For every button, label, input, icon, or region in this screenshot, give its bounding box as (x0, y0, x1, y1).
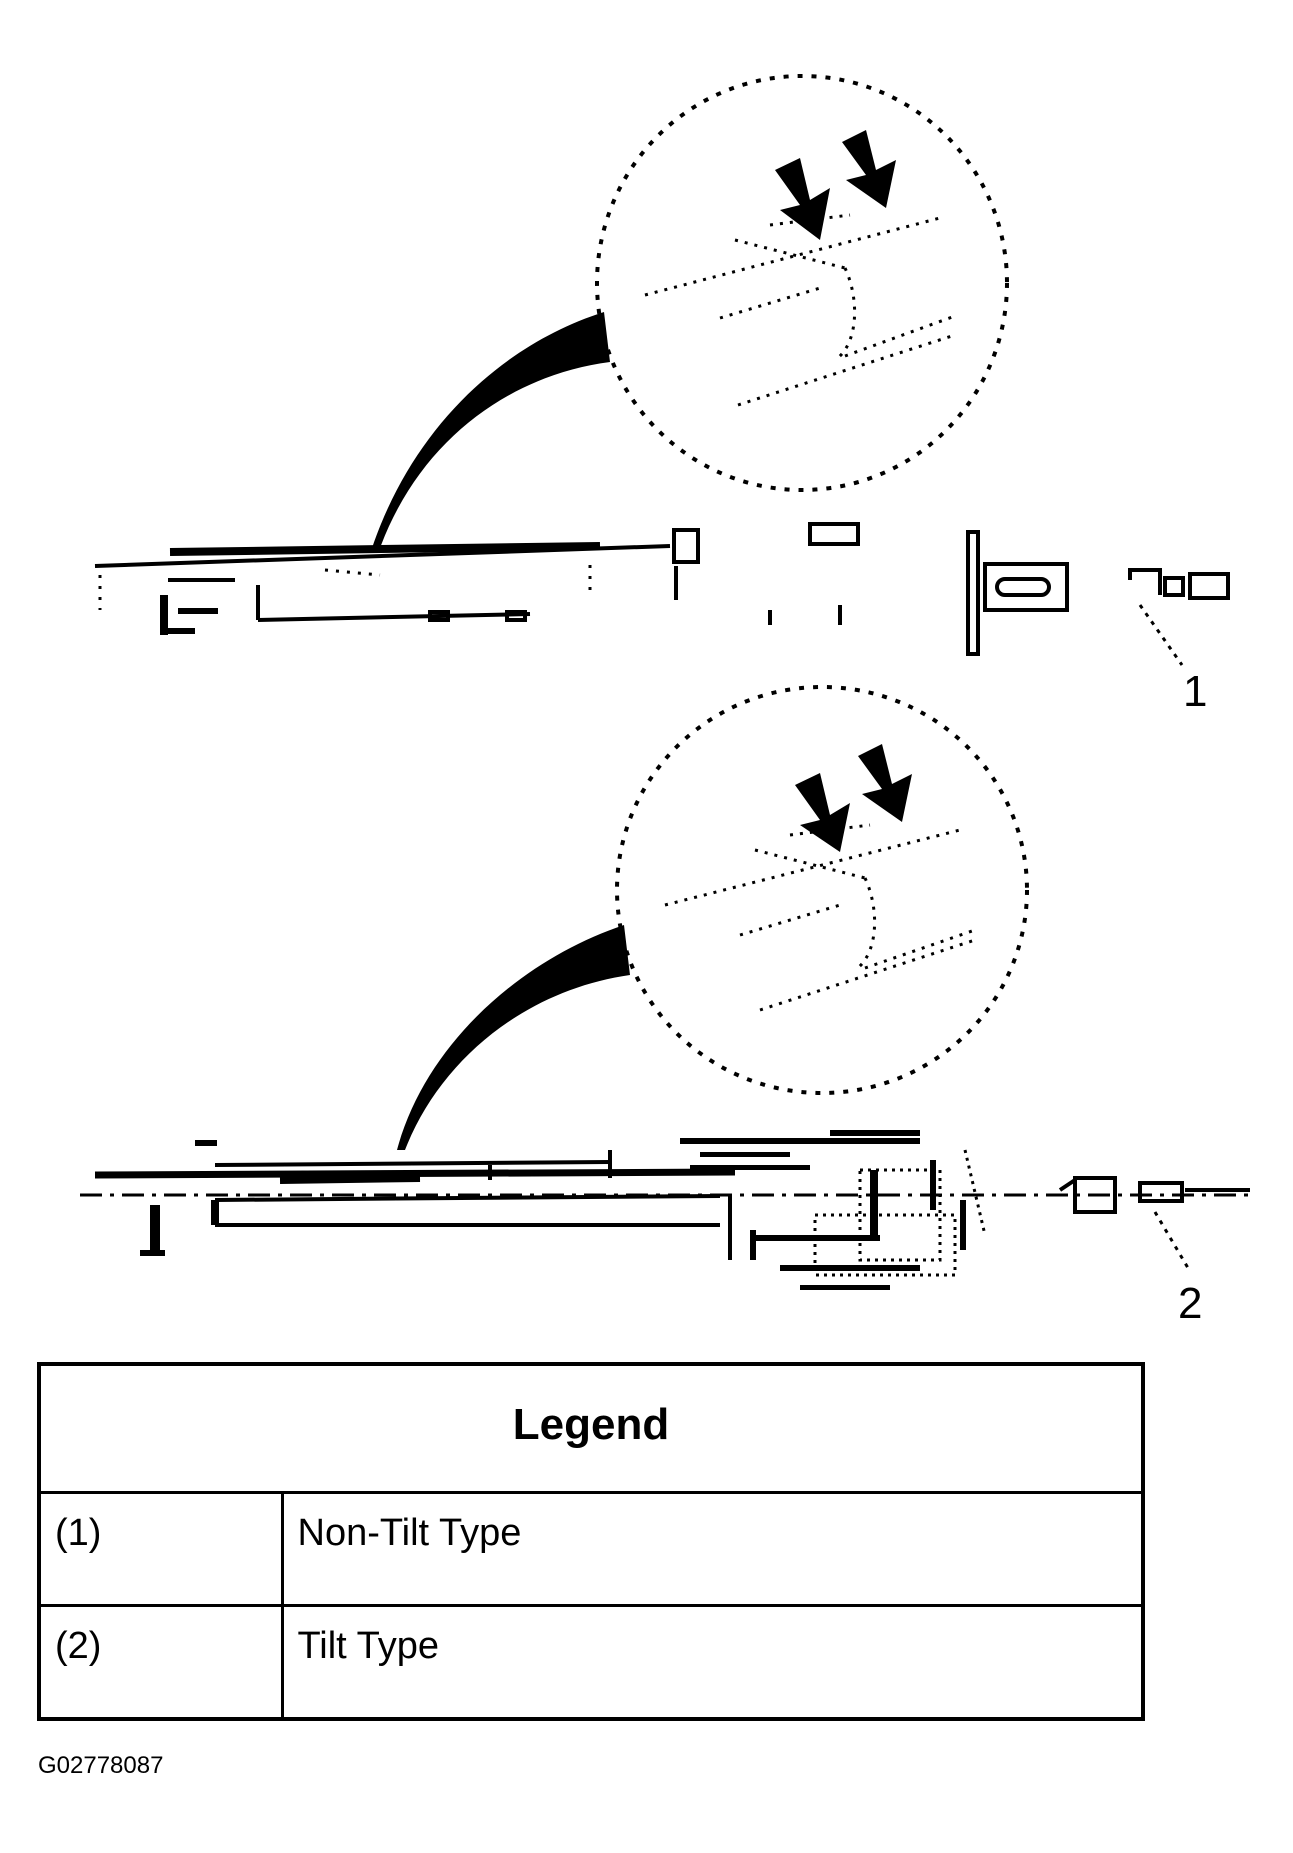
detail-leader-2 (397, 925, 630, 1150)
legend-row-label: Tilt Type (280, 1604, 1145, 1720)
tilt-column-diagram (80, 685, 1250, 1290)
end-plate (966, 530, 980, 656)
steering-column-illustration: 1 (80, 74, 1250, 1328)
callout-1: 1 (1183, 667, 1207, 716)
callout-leader-2 (1153, 1211, 1190, 1269)
bracket-icon (140, 1140, 217, 1256)
legend-title: Legend (37, 1362, 1145, 1494)
detail-leader-1 (372, 312, 610, 548)
legend-table: Legend (1) Non-Tilt Type (2) Tilt Type (37, 1362, 1145, 1721)
figure-id: G02778087 (38, 1752, 164, 1779)
legend-row: (1) Non-Tilt Type (37, 1491, 1145, 1607)
callout-2: 2 (1178, 1279, 1202, 1328)
legend-row: (2) Tilt Type (37, 1604, 1145, 1720)
legend-row-number: (2) (37, 1604, 284, 1720)
tilt-mechanism (680, 1130, 966, 1290)
detail-circle-1 (595, 74, 1009, 492)
legend-row-number: (1) (37, 1491, 284, 1607)
arrow-icon (775, 130, 896, 240)
bracket-icon (160, 595, 218, 635)
callout-leader-1 (1138, 604, 1184, 666)
arrow-icon (795, 744, 912, 852)
legend-row-label: Non-Tilt Type (280, 1491, 1145, 1607)
detail-circle-2 (615, 685, 1029, 1095)
non-tilt-column-diagram (94, 74, 1230, 666)
